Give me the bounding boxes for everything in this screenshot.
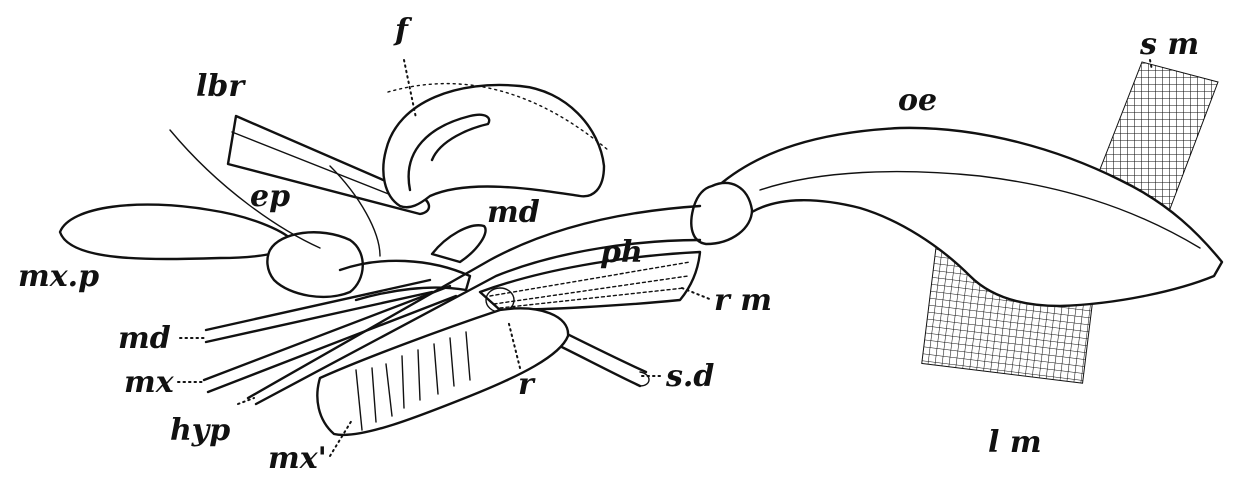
maxilla-stylet [202, 284, 458, 394]
mandible-stylet [204, 278, 434, 344]
label-md-lower: md [118, 321, 171, 356]
oesophagus [716, 126, 1224, 308]
label-mxp: mx.p [18, 259, 99, 294]
setae [355, 331, 471, 431]
mandible-lobe [430, 224, 487, 264]
label-sm: s m [1139, 27, 1199, 62]
label-f: f [393, 13, 413, 48]
label-hyp: hyp [170, 413, 230, 448]
label-md-upper: md [487, 195, 540, 230]
label-r: r [518, 367, 536, 402]
hypopharynx [246, 204, 702, 406]
label-oe: oe [898, 83, 937, 118]
pharynx [478, 250, 702, 312]
lower-lobe [316, 307, 570, 437]
fulcrum [382, 83, 606, 209]
label-mx-prime: mx' [268, 441, 327, 476]
pharynx-valve [690, 181, 754, 246]
label-ph: ph [600, 235, 643, 270]
label-lbr: lbr [196, 69, 246, 104]
maxilla-base [266, 231, 364, 299]
label-sd: s.d [665, 359, 714, 394]
label-rm: r m [714, 283, 772, 318]
label-lm: l m [988, 425, 1042, 460]
label-mx: mx [124, 365, 175, 400]
label-ep: ep [250, 179, 290, 214]
